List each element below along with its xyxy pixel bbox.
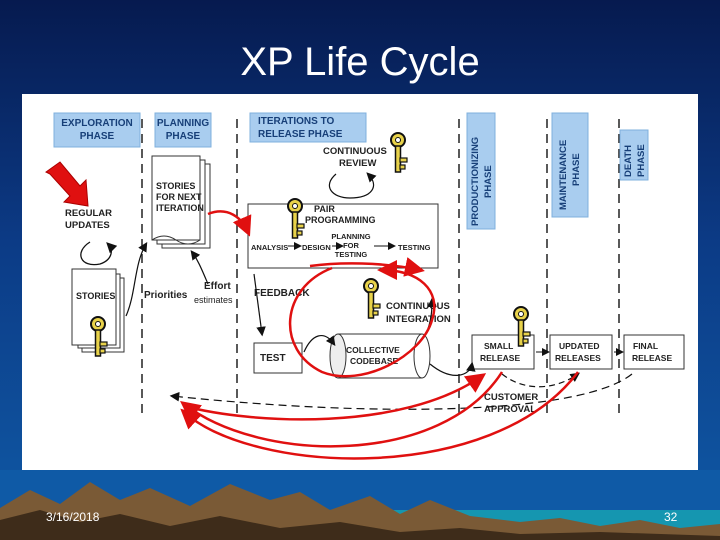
key-icon: [363, 278, 381, 319]
svg-text:RELEASES: RELEASES: [555, 353, 601, 363]
svg-text:ITERATION: ITERATION: [156, 203, 204, 213]
updated-releases-box: UPDATED RELEASES: [549, 334, 613, 370]
feedback-label: FEEDBACK: [254, 288, 310, 299]
svg-text:DEATH: DEATH: [623, 145, 634, 177]
red-pointer-arrow: [45, 161, 89, 207]
mountain-landscape: [0, 470, 720, 540]
continuous-review-label: CONTINUOUS: [323, 146, 387, 157]
feedback-arrow: [253, 273, 266, 337]
review-loop: [328, 172, 377, 199]
customer-approval-label-2: APPROVAL: [484, 404, 536, 415]
svg-text:PLANNING: PLANNING: [157, 118, 209, 129]
regular-updates-loop: [80, 241, 118, 266]
red-feedback-arrows: [180, 210, 579, 460]
codebase-release-arrow: [429, 361, 476, 376]
estimates-label: estimates: [194, 295, 233, 305]
svg-text:STORIES: STORIES: [76, 291, 115, 301]
svg-text:PHASE: PHASE: [483, 165, 494, 198]
svg-text:RELEASE: RELEASE: [632, 353, 672, 363]
priorities-label: Priorities: [144, 290, 188, 301]
test-codebase-arrow: [303, 335, 336, 353]
svg-text:PROGRAMMING: PROGRAMMING: [305, 215, 376, 225]
maintenance-phase-box: MAINTENANCE PHASE: [551, 112, 589, 218]
stories-to-planning-arrow: [125, 241, 148, 317]
svg-text:TESTING: TESTING: [335, 250, 368, 259]
svg-text:COLLECTIVE: COLLECTIVE: [346, 345, 400, 355]
test-box: TEST: [253, 342, 303, 374]
svg-text:TEST: TEST: [260, 353, 286, 364]
svg-text:DESIGN: DESIGN: [302, 243, 331, 252]
svg-text:PHASE: PHASE: [166, 131, 201, 142]
svg-text:PHASE: PHASE: [80, 131, 115, 142]
svg-text:MAINTENANCE: MAINTENANCE: [558, 140, 569, 210]
planning-phase-box: PLANNING PHASE: [154, 112, 212, 148]
regular-updates-label: REGULAR: [65, 208, 112, 219]
svg-text:ANALYSIS: ANALYSIS: [251, 243, 288, 252]
pair-programming-box: PAIR PROGRAMMING ANALYSIS DESIGN PLANNIN…: [247, 203, 439, 269]
final-release-box: FINAL RELEASE: [623, 334, 685, 370]
svg-text:TESTING: TESTING: [398, 243, 431, 252]
diagram-panel: EXPLORATION PHASE PLANNING PHASE ITERATI…: [22, 94, 698, 475]
continuous-review-label-2: REVIEW: [339, 158, 377, 169]
svg-text:ITERATIONS TO: ITERATIONS TO: [258, 116, 335, 127]
exploration-phase-box: EXPLORATION PHASE: [53, 112, 141, 148]
svg-text:UPDATED: UPDATED: [559, 341, 599, 351]
slide-date: 3/16/2018: [46, 510, 100, 524]
regular-updates-label-2: UPDATES: [65, 220, 110, 231]
continuous-integration-label: CONTINUOUS: [386, 301, 450, 312]
approval-arrow: [501, 372, 580, 388]
svg-text:STORIES: STORIES: [156, 181, 195, 191]
productionizing-phase-box: PRODUCTIONIZING PHASE: [466, 112, 496, 230]
svg-text:RELEASE PHASE: RELEASE PHASE: [258, 129, 343, 140]
svg-text:PHASE: PHASE: [636, 144, 647, 177]
svg-text:SMALL: SMALL: [484, 341, 513, 351]
xp-lifecycle-diagram: EXPLORATION PHASE PLANNING PHASE ITERATI…: [45, 112, 685, 460]
customer-approval-label: CUSTOMER: [484, 392, 538, 403]
svg-text:FOR NEXT: FOR NEXT: [156, 192, 202, 202]
collective-codebase-cylinder: COLLECTIVE CODEBASE: [329, 333, 431, 379]
death-phase-box: DEATH PHASE: [619, 129, 649, 181]
slide-title: XP Life Cycle: [240, 40, 480, 84]
svg-text:RELEASE: RELEASE: [480, 353, 520, 363]
key-icon: [390, 132, 408, 173]
svg-text:PAIR: PAIR: [314, 204, 335, 214]
continuous-integration-label-2: INTEGRATION: [386, 314, 451, 325]
svg-text:FINAL: FINAL: [633, 341, 658, 351]
svg-text:PRODUCTIONIZING: PRODUCTIONIZING: [470, 137, 481, 226]
slide-page-number: 32: [664, 510, 678, 524]
maintenance-loop-dashed: [169, 373, 633, 410]
svg-text:FOR: FOR: [343, 241, 359, 250]
svg-text:PLANNING: PLANNING: [331, 232, 370, 241]
phase-separators: [141, 119, 620, 414]
svg-text:CODEBASE: CODEBASE: [350, 356, 399, 366]
svg-text:PHASE: PHASE: [571, 153, 582, 186]
effort-arrow: [190, 250, 209, 285]
iterations-phase-box: ITERATIONS TO RELEASE PHASE: [249, 112, 367, 143]
stories-next-iteration-stack: STORIES FOR NEXT ITERATION: [151, 155, 211, 249]
effort-label: Effort: [204, 281, 231, 292]
svg-text:EXPLORATION: EXPLORATION: [61, 118, 132, 129]
